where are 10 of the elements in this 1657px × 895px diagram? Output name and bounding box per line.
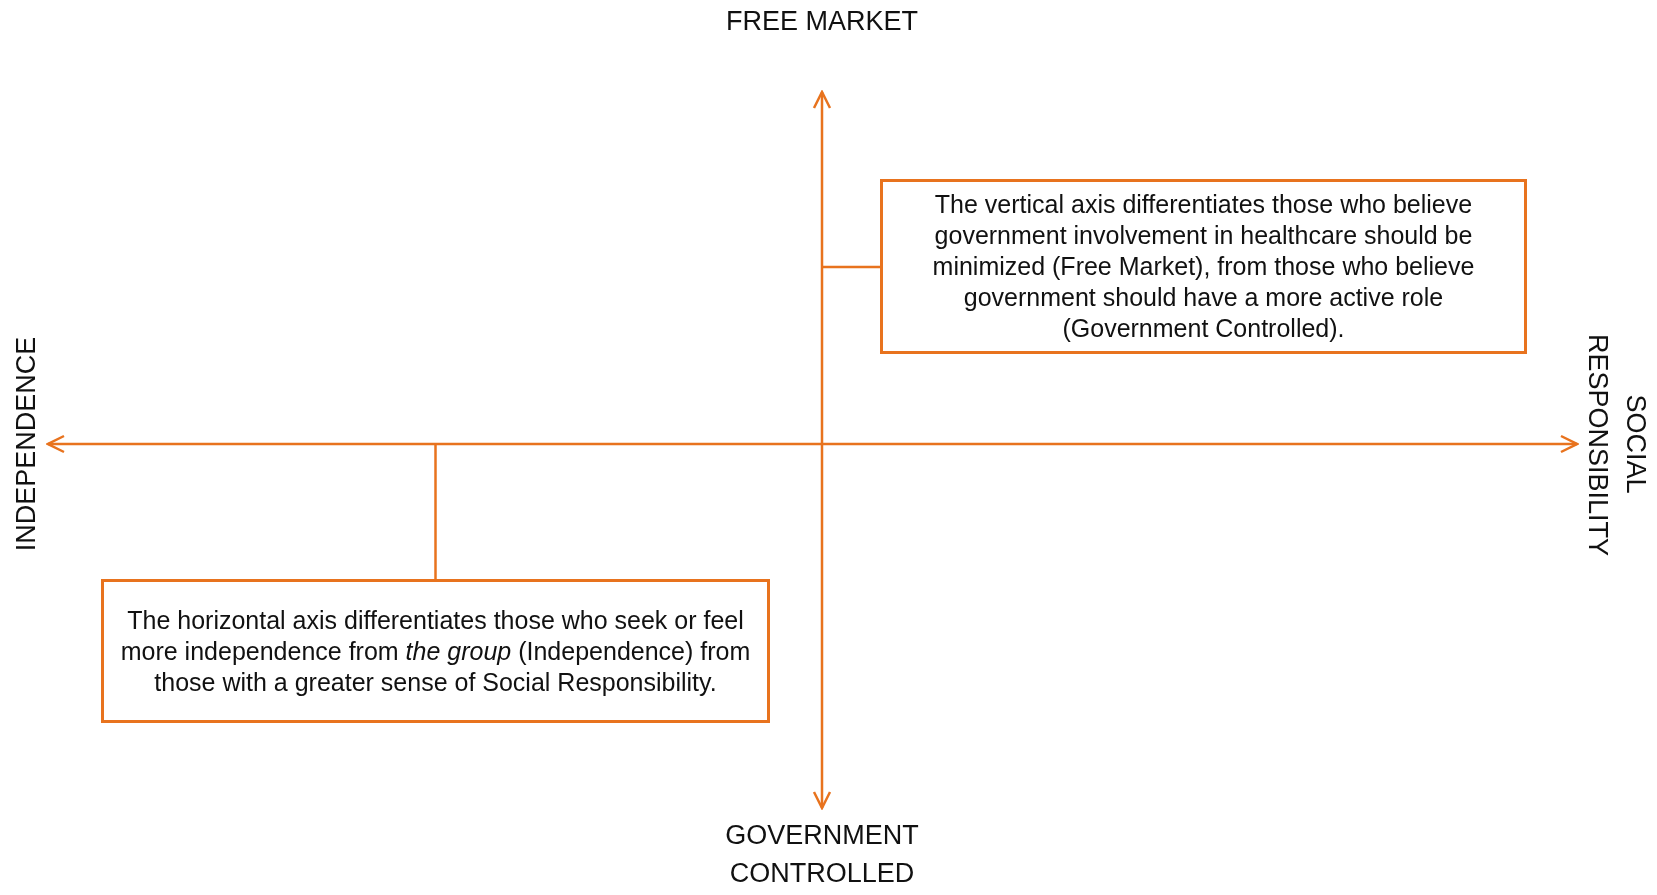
axis-label: SOCIAL RESPONSIBILITY [1582, 334, 1652, 554]
callout-text: The vertical axis differentiates those who believe government involvement in healthcare should be minimized (Free Market), from those who believe government should have a more active role (Government Controlled). [931, 189, 1476, 344]
axis-label: INDEPENDENCE [10, 335, 42, 554]
leader-line [822, 265, 880, 269]
callout-box [880, 179, 1527, 354]
callout-box [101, 579, 770, 723]
leader-line [434, 444, 437, 579]
axis-label: GOVERNMENT CONTROLLED [724, 819, 920, 890]
callout-text: The horizontal axis differentiates those who seek or feel more independence from the group (Independence) from those with a greater sense of Social Responsibility. [119, 604, 752, 698]
axis-label: FREE MARKET [725, 5, 919, 38]
